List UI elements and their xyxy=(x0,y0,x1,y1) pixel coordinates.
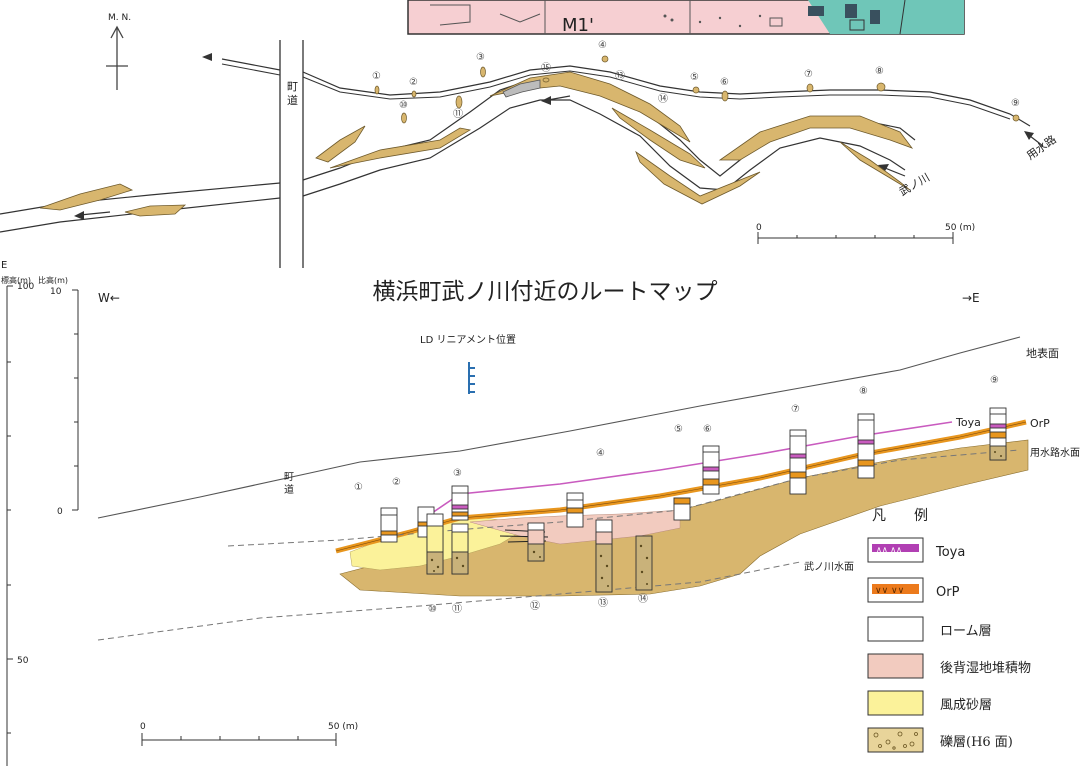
point-number-2: ② xyxy=(409,77,418,88)
section-number-2: ② xyxy=(392,477,401,488)
top-scale-zero: 0 xyxy=(756,223,762,233)
columnar-sections xyxy=(380,407,1007,593)
north-arrow: M. N. xyxy=(106,13,131,90)
point-number-15: ⑮ xyxy=(541,62,551,74)
section-number-4: ④ xyxy=(596,448,605,459)
section-number-1: ① xyxy=(354,482,363,493)
point-number-8: ⑧ xyxy=(875,66,884,77)
toya-line-label: Toya xyxy=(955,416,981,429)
legend-label-orp: OrP xyxy=(936,585,960,600)
road-label-char-1: 町 xyxy=(287,80,298,93)
rel-tick-0: 0 xyxy=(57,507,63,517)
legend-label-gravel: 礫層(H6 面) xyxy=(940,734,1013,750)
road-label-char-2: 道 xyxy=(287,93,298,107)
svg-text:∧∧ ∧∧: ∧∧ ∧∧ xyxy=(876,545,902,554)
legend-label-backswamp: 後背湿地堆積物 xyxy=(940,661,1031,676)
section-number-3: ③ xyxy=(453,468,462,479)
bottom-scale-zero: 0 xyxy=(140,722,146,732)
route-map: 町 道 xyxy=(0,40,1059,268)
section-number-14: ⑭ xyxy=(638,593,648,605)
ground-surface-label: 地表面 xyxy=(1026,346,1059,360)
elev-tick-50: 50 xyxy=(17,656,29,666)
lineament-label: LD リニアメント位置 xyxy=(420,333,516,346)
orp-line-label: OrP xyxy=(1030,417,1050,430)
point-number-4: ④ xyxy=(598,40,607,51)
map-inset: M1' xyxy=(407,0,965,36)
svg-text:∨∨ ∨∨: ∨∨ ∨∨ xyxy=(875,586,904,596)
legend-label-toya: Toya xyxy=(935,545,965,560)
axis-header-rel: 比高(m) xyxy=(38,275,68,285)
point-number-10: ⑩ xyxy=(399,100,408,111)
point-number-7: ⑦ xyxy=(804,69,813,80)
canal-water-label: 用水路水面 xyxy=(1030,446,1080,459)
lineament-marker xyxy=(468,362,475,394)
point-number-3: ③ xyxy=(476,52,485,63)
legend-title: 凡 例 xyxy=(872,508,928,524)
point-number-11: ⑪ xyxy=(453,108,463,120)
rel-tick-10: 10 xyxy=(50,287,62,297)
cross-section: E 標高(m) 比高(m) 100 50 10 0 W← →E LD リニアメン… xyxy=(1,260,1080,766)
elev-tick-100: 100 xyxy=(17,282,34,292)
section-number-5: ⑤ xyxy=(674,424,683,435)
axis-header-e: E xyxy=(1,260,7,271)
section-number-9: ⑨ xyxy=(990,375,999,386)
point-number-6: ⑥ xyxy=(720,77,729,88)
section-number-6: ⑥ xyxy=(703,424,712,435)
legend: 凡 例 ∧∧ ∧∧ Toya ∨∨ ∨∨ OrP ローム層 後背湿地堆積物 風成… xyxy=(867,508,1031,753)
point-number-13: ⑬ xyxy=(615,70,625,82)
section-number-8: ⑧ xyxy=(859,386,868,397)
section-number-13: ⑬ xyxy=(598,597,608,609)
section-road-char-2: 道 xyxy=(284,483,294,496)
top-scale-bar: 0 50 (m) xyxy=(756,223,975,244)
point-number-5: ⑤ xyxy=(690,72,699,83)
point-number-14: ⑭ xyxy=(658,93,668,105)
point-number-9: ⑨ xyxy=(1011,98,1020,109)
legend-label-aeolian: 風成砂層 xyxy=(940,698,992,713)
east-label: →E xyxy=(962,291,980,305)
river-water-label: 武ノ川水面 xyxy=(804,560,854,573)
north-label: M. N. xyxy=(108,13,131,23)
section-number-7: ⑦ xyxy=(791,404,800,415)
top-scale-end: 50 (m) xyxy=(945,223,975,233)
bottom-scale-end: 50 (m) xyxy=(328,722,358,732)
section-number-12: ⑫ xyxy=(530,600,540,612)
west-label: W← xyxy=(98,291,120,305)
bottom-scale-bar: 0 50 (m) xyxy=(140,722,358,746)
section-number-10: ⑩ xyxy=(428,604,437,615)
legend-label-loam: ローム層 xyxy=(940,624,992,639)
section-road-char-1: 町 xyxy=(284,472,294,483)
axis-header-elev: 標高(m) xyxy=(1,275,31,285)
map-label: M1' xyxy=(562,15,594,36)
section-number-11: ⑪ xyxy=(452,603,462,615)
point-number-1: ① xyxy=(372,71,381,82)
route-map-title: 横浜町武ノ川付近のルートマップ xyxy=(373,279,718,305)
